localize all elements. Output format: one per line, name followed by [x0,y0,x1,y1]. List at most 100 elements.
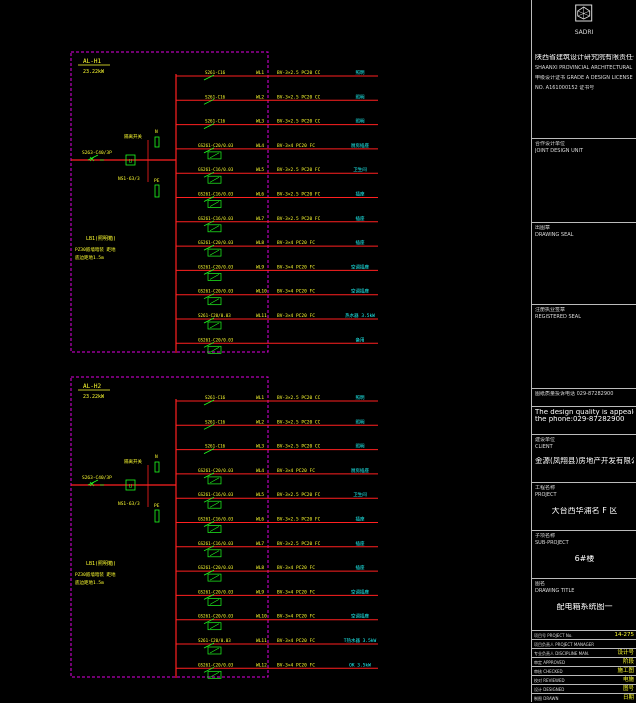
signature-row-label: 项目号 PROJECT No. [534,633,573,638]
circuit-use: 照明 [356,94,365,100]
license-number: NO. A161000152 证书号 [535,85,595,91]
circuit-use: 卫生间 [353,166,367,173]
quality-note-1: The design quality is appealed [535,409,634,416]
circuit-breaker-symbol [203,123,215,129]
panel-mounting: PZ30嵌墙暗装 距地 [75,246,116,253]
circuit-code: WL3 [256,444,264,450]
panel-height: 底边距地1.5m [75,254,104,261]
circuit-code: WL8 [256,565,264,571]
isolator-spec: NS1-63/3 [118,501,140,507]
isolator-label: 隔离开关 [124,133,142,140]
circuit-code: WL8 [256,240,264,246]
circuit-breaker-symbol [203,448,215,454]
rcd-slash [209,501,220,508]
design-license: 甲级设计证书 GRADE A DESIGN LICENSE [535,75,633,81]
circuit-cable: BV-3×2.5 PC20 FC [277,192,321,198]
circuit-breaker-label: S261-C20/0.03 [198,313,231,318]
company-name-en: SHAANXI PROVINCIAL ARCHITECTURAL DESIGN … [535,65,634,71]
circuit-breaker-symbol [203,293,215,300]
circuit-cable: BV-3×2.5 PC20 CC [277,70,321,76]
circuit-cable: BV-3×4 PC20 FC [277,468,315,474]
circuit-code: WL12 [256,662,267,668]
rcd-symbol [207,500,222,509]
circuit-code: WL5 [256,167,264,173]
circuit-breaker-label: S261-C16 [205,444,226,449]
main-breaker-label: S263-C40/3P [82,150,112,156]
circuit-use: 插座 [356,239,365,246]
circuit-breaker-label: S261-C16 [205,94,226,99]
rcd-slash [209,347,220,353]
circuit-breaker-symbol [203,98,215,105]
rcd-symbol [207,321,222,330]
rcd-symbol [207,151,222,160]
circuit-use: 照明 [356,419,365,425]
drawing-title-en: DRAWING TITLE [535,588,575,594]
circuit-code: WL9 [256,264,264,270]
pe-terminal [154,509,160,523]
rcd-symbol [207,573,222,582]
circuit-breaker-label: S261-C20/0.03 [198,638,231,643]
circuit-cable: BV-3×2.5 PC20 FC [277,492,321,498]
circuit-cable: BV-3×2.5 PC20 CC [277,94,321,100]
client-label: 建设单位 [535,437,556,443]
rcd-slash [209,322,220,329]
drawing-title-value: 配电箱系统图一 [556,603,613,610]
rcd-symbol [207,549,222,558]
client-en: CLIENT [535,444,553,450]
circuit-cable: BV-3×4 PC20 FC [277,638,315,644]
signature-row-label: 专业负责人 DISCIPLINE MAN. [534,651,590,656]
rcd-symbol [207,622,222,631]
panel-diagram-al-h2: AL-H223.22kWS263-C40/3P隔离开关UNS1-63/3NPEL… [70,376,378,679]
subproject-label: 子项名称 [535,533,556,539]
circuit-code: WL4 [256,468,264,474]
rcd-symbol [207,345,222,354]
circuit-breaker-label: S261-C16 [205,70,226,75]
pe-terminal-label: PE [154,178,160,184]
panel-id: AL-H2 [83,383,101,390]
main-breaker-x [89,156,95,162]
rcd-slash [209,647,220,654]
panel-id: AL-H1 [83,58,101,65]
circuit-use: 厨房插座 [351,467,369,474]
circuit-code: WL9 [256,589,264,595]
panel-height: 底边距地1.5m [75,579,104,586]
signature-row-label: 审核 CHECKED [534,669,563,674]
circuit-breaker-label: GS261-C20/0.03 [198,468,234,473]
rcd-symbol [207,598,222,606]
signature-row-label: 设计 DESIGNED [534,687,565,692]
circuit-use: 备用 [356,336,365,343]
rcd-slash [209,477,220,484]
circuit-cable: BV-3×2.5 PC20 FC [277,167,321,173]
circuit-breaker-symbol [203,569,215,576]
circuit-breaker-label: GS261-C16/0.03 [198,216,234,221]
title-block: SADRI 陕西省建筑设计研究院有限责任公司 SHAANXI PROVINCIA… [531,0,636,702]
main-breaker-x [89,481,95,487]
main-breaker-label: S263-C40/3P [82,475,112,481]
circuit-code: WL10 [256,289,267,295]
circuit-breaker-symbol [203,74,215,81]
circuit-code: WL1 [256,395,264,401]
rcd-slash [209,176,220,183]
circuit-code: WL11 [256,313,267,319]
panel-power: 23.22kW [83,394,105,400]
circuit-use: T热水器 3.5kW [344,637,377,644]
circuit-use: 照明 [356,70,365,76]
panel-diagram-al-h1: AL-H123.22kWS263-C40/3P隔离开关UNS1-63/3NPEL… [70,51,378,354]
isolator-glyph: U [129,484,132,490]
circuit-use: 卫生间 [353,491,367,498]
pe-terminal-label: PE [154,503,160,509]
circuit-cable: BV-3×2.5 PC20 FC [277,517,321,523]
circuit-breaker-label: GS261-C20/0.03 [198,240,234,245]
circuit-use: 照明 [356,395,365,401]
isolator-box [125,479,136,491]
signature-row-label: 制图 DRAWN [534,696,559,701]
rcd-slash [209,623,220,629]
circuit-cable: BV-3×4 PC20 FC [277,614,315,620]
sadri-logo-icon [575,4,593,22]
circuit-cable: BV-3×2.5 PC20 CC [277,444,321,450]
circuit-cable: BV-3×4 PC20 FC [277,143,315,149]
complaint-phone: 图纸质量投诉电话 029-87282900 [535,391,614,397]
circuit-breaker-label: GS261-C20/0.03 [198,264,234,269]
signature-row-label: 审定 APPROVED [534,660,566,665]
